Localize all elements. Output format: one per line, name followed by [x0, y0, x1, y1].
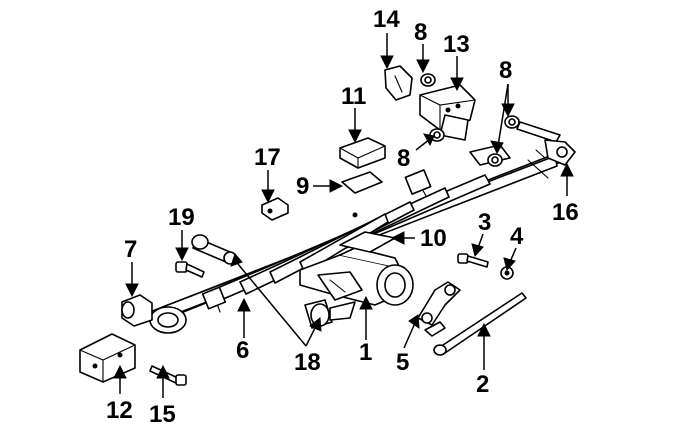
bushing-upper [420, 73, 436, 87]
stabilizer-link [417, 281, 461, 337]
bushing-7 [121, 294, 153, 327]
callout-8: 8 [397, 145, 410, 172]
callout-18: 18 [294, 349, 321, 376]
callout-13: 13 [443, 31, 470, 58]
callout-11: 11 [341, 83, 366, 110]
callout-15: 15 [149, 401, 176, 428]
bushing-right-b [487, 153, 503, 167]
callout-8: 8 [499, 57, 512, 84]
callout-9: 9 [296, 173, 309, 200]
shock-absorber-upper [191, 234, 237, 265]
shackle-bracket [384, 65, 413, 101]
callout-4: 4 [510, 223, 524, 250]
callout-6: 6 [236, 337, 249, 364]
callouts: 14 8 13 8 11 17 8 9 16 19 3 4 10 7 6 18 … [106, 6, 579, 428]
callout-3: 3 [478, 209, 491, 236]
bolt-3 [457, 253, 489, 268]
callout-1: 1 [359, 339, 372, 366]
callout-5: 5 [396, 349, 409, 376]
callout-7: 7 [124, 236, 137, 263]
callout-19: 19 [168, 204, 195, 231]
front-hanger [419, 84, 476, 141]
callout-2: 2 [476, 371, 489, 398]
spacer-plate [339, 137, 386, 169]
bushing-right-a [504, 115, 520, 129]
shock-absorber-lower [304, 299, 356, 329]
callout-8: 8 [414, 19, 427, 46]
callout-16: 16 [552, 199, 579, 226]
pad [341, 171, 383, 194]
callout-17: 17 [254, 144, 281, 171]
callout-14: 14 [373, 6, 400, 33]
leader-lines [113, 33, 574, 398]
bracket-17 [261, 197, 289, 221]
callout-12: 12 [106, 397, 133, 424]
rear-hanger [79, 333, 136, 383]
shackle [516, 121, 576, 179]
stabilizer-bar [433, 292, 527, 356]
callout-10: 10 [420, 225, 447, 252]
axle-bracket [299, 247, 414, 306]
bolt-19 [175, 261, 205, 278]
